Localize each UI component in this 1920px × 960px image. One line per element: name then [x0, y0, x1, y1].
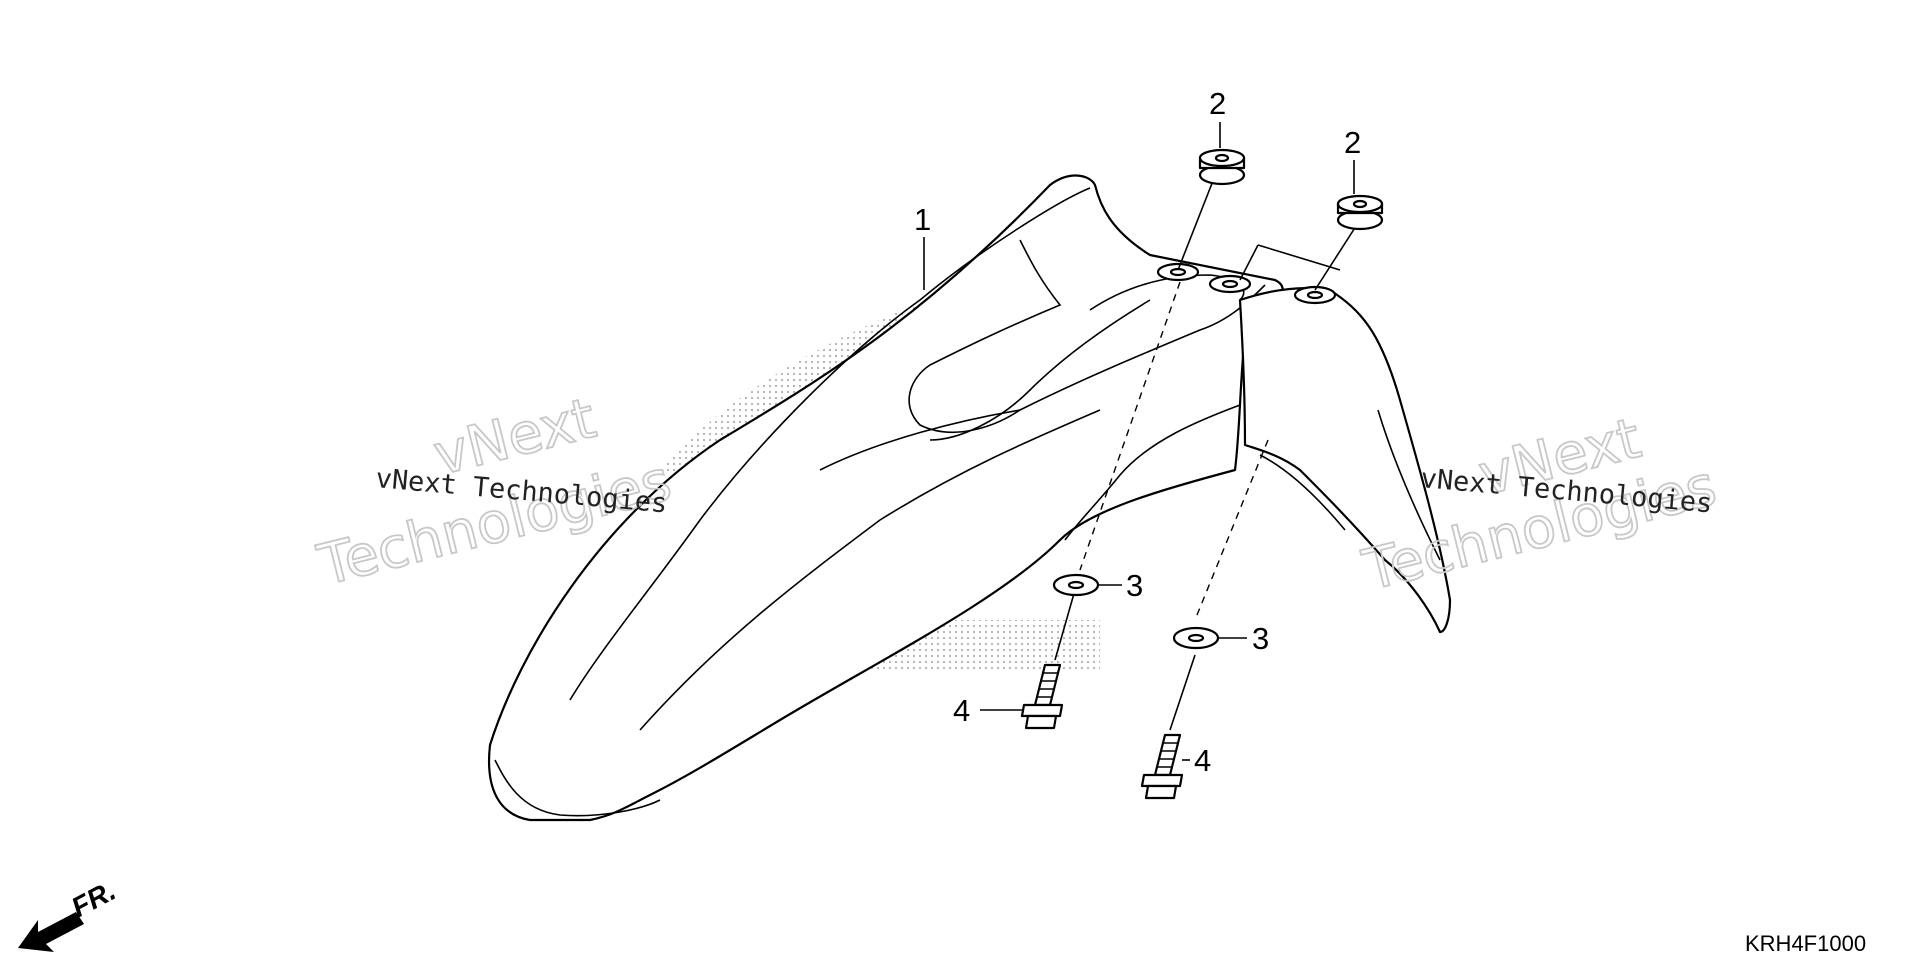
bolt-left[interactable] [1020, 663, 1064, 730]
grommet-right[interactable] [1336, 194, 1384, 231]
callout-leaders [923, 122, 1355, 761]
front-fender[interactable] [488, 174, 1452, 822]
callout-grommet-right: 2 [1344, 125, 1361, 160]
washer-right[interactable] [1172, 626, 1220, 650]
callout-washer-right: 3 [1252, 621, 1269, 656]
callout-bolt-right: 4 [1194, 743, 1211, 778]
diagram-code: KRH4F1000 [1745, 931, 1866, 956]
bolt-right[interactable] [1140, 733, 1184, 800]
front-direction-arrow-icon [18, 912, 84, 952]
callout-bolt-left: 4 [953, 693, 970, 728]
callout-fender: 1 [914, 202, 931, 237]
grommet-left[interactable] [1198, 148, 1246, 186]
callout-washer-left: 3 [1126, 568, 1143, 603]
callout-grommet-left: 2 [1209, 86, 1226, 121]
washer-left[interactable] [1052, 573, 1100, 597]
assembly-lines [1054, 167, 1359, 731]
